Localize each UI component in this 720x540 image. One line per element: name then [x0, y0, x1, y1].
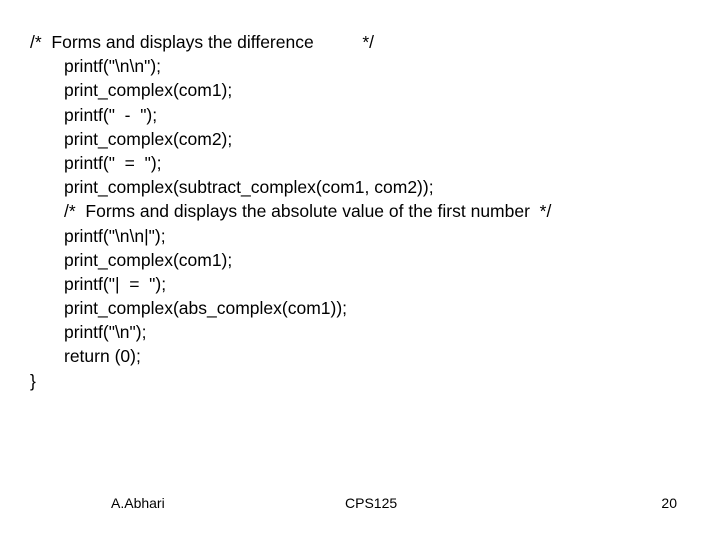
- code-line: printf("\n\n");: [64, 56, 162, 77]
- code-listing: /* Forms and displays the difference */ …: [30, 30, 551, 393]
- code-line: print_complex(subtract_complex(com1, com…: [64, 177, 434, 198]
- code-line: print_complex(com1);: [64, 249, 233, 270]
- code-line-comment-difference: /* Forms and displays the difference */: [30, 32, 375, 52]
- code-line: print_complex(com2);: [64, 128, 233, 149]
- code-line-return: return (0);: [64, 346, 141, 367]
- code-line-closing-brace: }: [30, 370, 36, 391]
- code-line: print_complex(abs_complex(com1));: [64, 298, 348, 319]
- footer-page-number: 20: [661, 495, 677, 511]
- code-line: printf("\n\n|");: [64, 225, 166, 246]
- code-line: printf("\n");: [64, 322, 147, 343]
- code-line-comment-absolute: /* Forms and displays the absolute value…: [64, 201, 552, 222]
- code-line: printf("| = ");: [64, 273, 167, 294]
- code-line: print_complex(com1);: [64, 80, 233, 101]
- code-line: printf(" - ");: [64, 104, 158, 125]
- footer-course: CPS125: [345, 495, 398, 511]
- footer-author: A.Abhari: [111, 495, 165, 511]
- code-line: printf(" = ");: [64, 152, 162, 173]
